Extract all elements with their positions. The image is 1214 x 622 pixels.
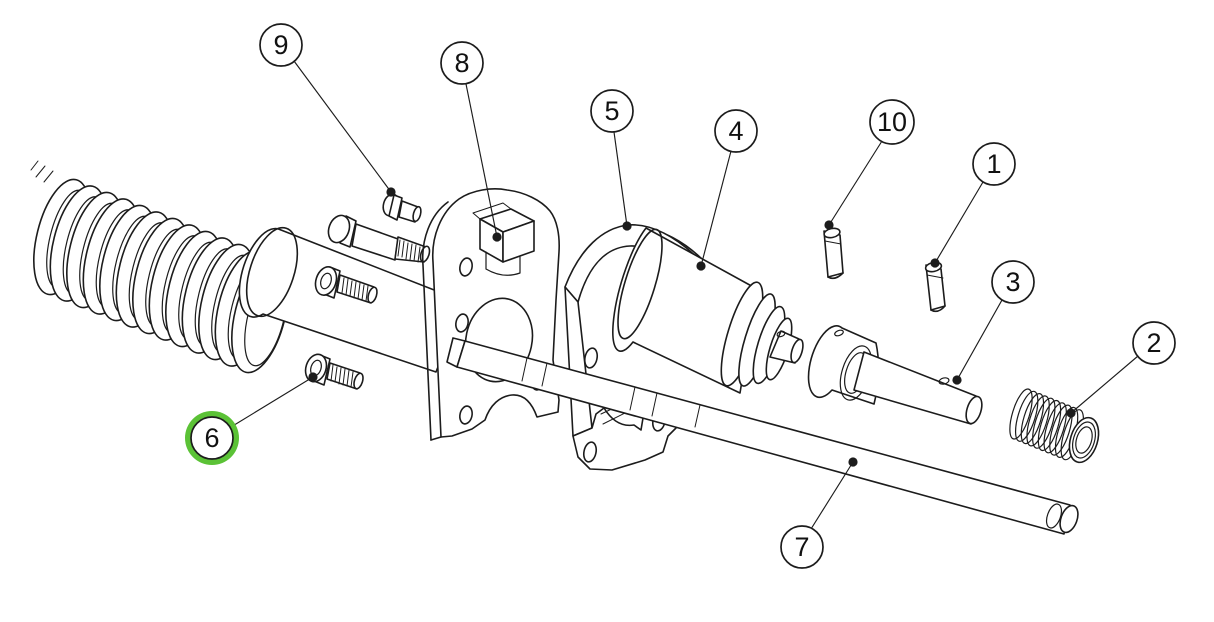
main-coil-spring[interactable] [23,160,298,378]
callout-6-selected[interactable]: 6 [185,411,239,465]
cylinder-body[interactable] [609,225,805,394]
dowel-pin-left[interactable] [823,227,844,280]
callout-5[interactable]: 5 [590,89,634,133]
callout-6-number: 6 [204,423,219,453]
callout-7-number: 7 [794,532,809,562]
socket-screw-lower[interactable] [302,352,365,390]
callout-3-number: 3 [1005,267,1020,297]
callout-2-number: 2 [1146,328,1161,358]
coupler-shaft[interactable] [807,325,985,426]
callout-8[interactable]: 8 [440,41,484,85]
dowel-pin-right[interactable] [924,261,946,313]
callout-4[interactable]: 4 [714,109,758,153]
callout-4-number: 4 [728,116,743,146]
callout-9-number: 9 [273,30,288,60]
callout-1-number: 1 [986,149,1001,179]
callout-10-number: 10 [877,107,907,137]
callout-7[interactable]: 7 [780,525,824,569]
guide-rod[interactable] [446,337,1081,535]
callout-10[interactable]: 10 [869,99,915,145]
callout-2[interactable]: 2 [1132,321,1176,365]
callout-8-number: 8 [454,48,469,78]
leader-lines [230,60,1139,530]
socket-screw-mid[interactable] [312,264,379,304]
callout-9[interactable]: 9 [259,23,303,67]
callout-5-number: 5 [604,96,619,126]
small-coil-spring[interactable] [1005,387,1103,466]
callout-1[interactable]: 1 [972,142,1016,186]
headed-pin[interactable] [381,192,422,223]
callout-3[interactable]: 3 [991,260,1035,304]
